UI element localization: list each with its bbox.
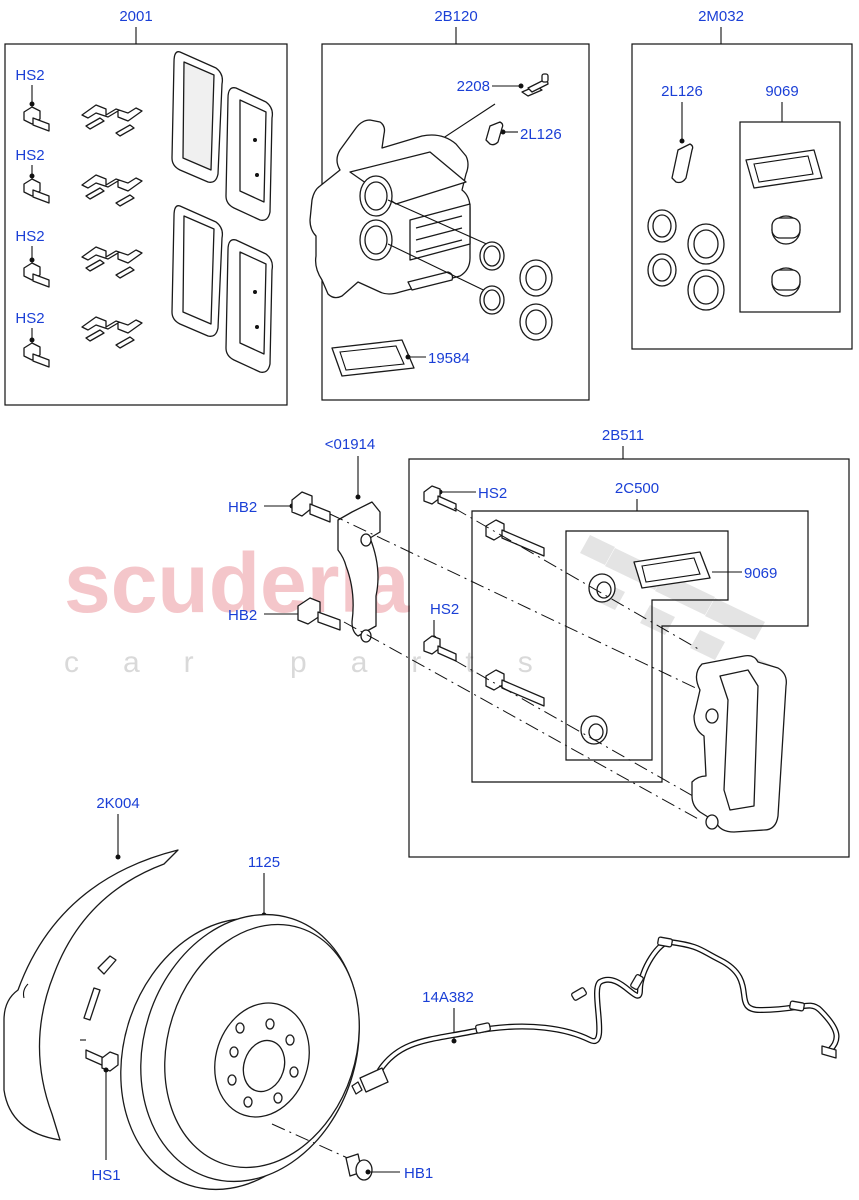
grease-sachet-icon [745, 149, 823, 189]
bolt-icon [345, 1153, 373, 1181]
bolt-icon [23, 246, 50, 288]
bleed-cap-label[interactable]: 2L126 [520, 126, 562, 143]
brake-disc-group: 1125 HB1 [120, 854, 433, 1191]
bracket-group: <01914 HB2 HB2 [228, 436, 701, 821]
caliper-seals [479, 241, 553, 341]
bolt-icon [423, 635, 457, 662]
splash-shield-label[interactable]: 2K004 [96, 795, 139, 812]
repair-cap-label[interactable]: 2L126 [661, 83, 703, 100]
disc-label[interactable]: 1125 [248, 854, 280, 871]
hs2-carrier-top-label[interactable]: HS2 [478, 485, 507, 502]
bleed-screw-icon [521, 73, 549, 97]
pad-kit-box [4, 43, 288, 406]
grease-box [739, 121, 841, 313]
repair-grease-label[interactable]: 9069 [765, 83, 798, 100]
guide-kit-box [471, 510, 809, 783]
hs2-label-b[interactable]: HS2 [15, 147, 44, 164]
caliper-label[interactable]: 2B120 [434, 8, 477, 25]
repair-kit-label[interactable]: 2M032 [698, 8, 744, 25]
hb2-label-bottom[interactable]: HB2 [228, 607, 257, 624]
wear-sensor-group: 14A382 [351, 936, 840, 1095]
brake-pads [171, 51, 274, 373]
bolt-icon [291, 491, 331, 523]
guide-grease-box [565, 530, 729, 761]
checkered-flag-icon [580, 535, 775, 685]
guide-pins [485, 519, 545, 707]
wear-sensor-label[interactable]: 14A382 [422, 989, 474, 1006]
bolt-icon [297, 597, 341, 631]
hb1-label[interactable]: HB1 [404, 1165, 433, 1182]
bolt-icon [423, 485, 457, 512]
grease-sachet-icon [633, 551, 711, 589]
bolt-icon [23, 328, 50, 368]
grease-sachet-icon [331, 339, 415, 377]
bolt-icon [23, 165, 50, 204]
repair-kit-group: 2M032 2L126 9069 [631, 8, 853, 350]
bleed-cap-icon [671, 143, 694, 184]
bolt-icon [23, 85, 50, 132]
hs2-label-d[interactable]: HS2 [15, 310, 44, 327]
hs2-label-a[interactable]: HS2 [15, 67, 44, 84]
hs2-bolt-column: HS2 HS2 HS2 HS2 [15, 67, 50, 368]
repair-seals [647, 209, 725, 311]
pad-kit-label[interactable]: 2001 [119, 8, 152, 25]
bleed-cap-icon [485, 121, 504, 146]
guide-kit-label[interactable]: 2C500 [615, 480, 659, 497]
hs1-label[interactable]: HS1 [91, 1167, 120, 1184]
repair-kit-box [631, 43, 853, 350]
splash-shield [3, 849, 179, 1141]
guide-boots [771, 215, 801, 297]
carrier-label[interactable]: 2B511 [602, 427, 644, 444]
bleed-screw-label[interactable]: 2208 [457, 78, 490, 95]
caliper-carrier-bracket [691, 654, 787, 833]
guide-grease-label[interactable]: 9069 [744, 565, 777, 582]
brake-disc [120, 913, 360, 1191]
hs2-carrier-mid-label[interactable]: HS2 [430, 601, 459, 618]
caliper-group: 2B120 2208 2L126 [309, 8, 590, 401]
anti-rattle-clips [81, 104, 143, 349]
carrier-group: 2B511 HS2 HS2 2C500 9069 [408, 427, 850, 858]
wear-sensor [351, 936, 840, 1095]
hb2-label-top[interactable]: HB2 [228, 499, 257, 516]
caliper-body [309, 119, 471, 299]
seal-pack-label[interactable]: 19584 [428, 350, 470, 367]
watermark-sub: car parts [64, 646, 577, 679]
bolt-icon [85, 1049, 119, 1072]
pad-kit-group: 2001 HS2 HS2 HS2 HS2 [4, 8, 288, 406]
guide-boots [580, 573, 616, 745]
hs2-label-c[interactable]: HS2 [15, 228, 44, 245]
bracket-ref-label[interactable]: <01914 [325, 436, 375, 453]
splash-shield-group: 2K004 HS1 [3, 795, 179, 1184]
carrier-box [408, 458, 850, 858]
